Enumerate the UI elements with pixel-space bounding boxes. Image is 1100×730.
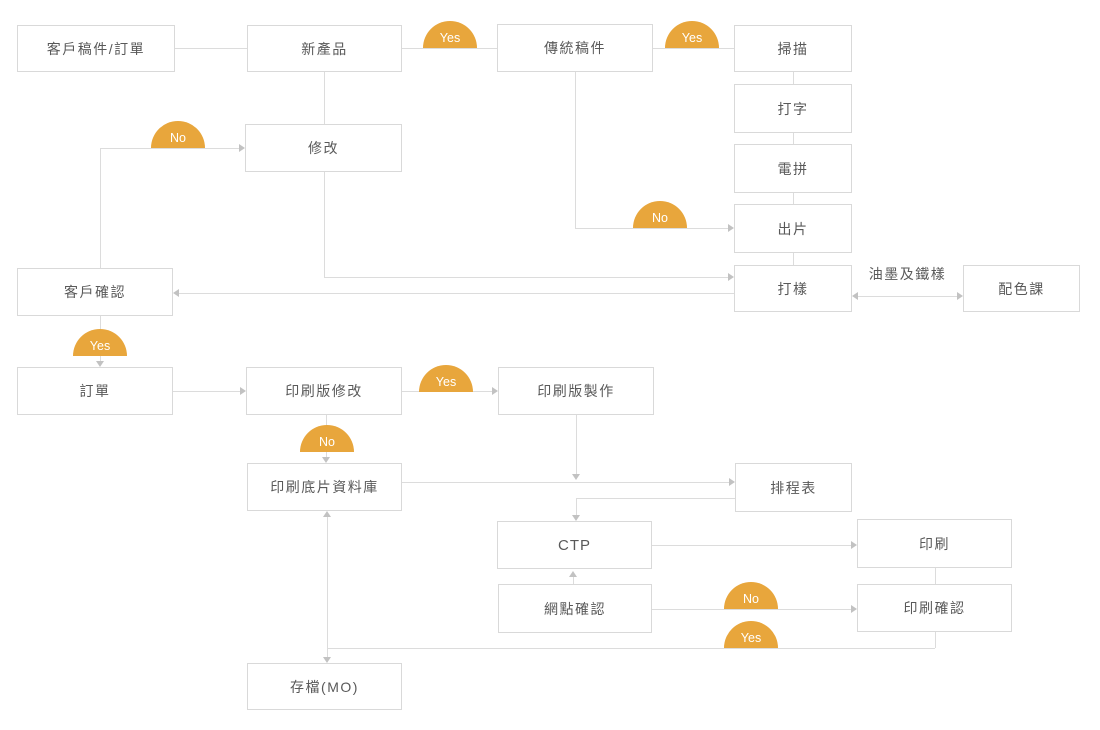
connector-yes-return-horizontal [327, 648, 935, 649]
node-color-matching: 配色課 [963, 265, 1080, 312]
connector-customerorder-newproduct [175, 48, 247, 49]
connector-typing-digitalassembly [793, 133, 794, 144]
connector-newproduct-traditionaldraft [402, 48, 497, 49]
connector-digitalassembly-filmoutput [793, 193, 794, 204]
arrow-into-customerconfirm [173, 289, 179, 297]
arrow-into-archive [323, 657, 331, 663]
connector-proofing-colormatching [858, 296, 957, 297]
badge-yes-printconfirm: Yes [724, 621, 778, 648]
connector-schedule-ctp-vertical [576, 498, 577, 515]
node-plate-revision: 印刷版修改 [246, 367, 402, 415]
arrow-into-order [96, 361, 104, 367]
node-film-database: 印刷底片資料庫 [247, 463, 402, 511]
badge-yes-platerevision: Yes [419, 365, 473, 392]
arrow-into-filmoutput [728, 224, 734, 232]
connector-printconfirm-yes-drop [935, 632, 936, 648]
connector-customerconfirm-no-horizontal [100, 148, 239, 149]
connector-scan-typing [793, 72, 794, 84]
node-plate-making: 印刷版製作 [498, 367, 654, 415]
arrow-into-ctp-top [572, 515, 580, 521]
node-scan: 掃描 [734, 25, 852, 72]
arrow-into-revision [239, 144, 245, 152]
arrow-into-proofing [728, 273, 734, 281]
arrow-into-colormatching [957, 292, 963, 300]
connector-revision-proofing-horizontal [324, 277, 728, 278]
arrow-into-filmdatabase [322, 457, 330, 463]
badge-no-customerconfirm: No [151, 121, 205, 148]
connector-order-platerevision [173, 391, 240, 392]
badge-yes-newproduct: Yes [423, 21, 477, 48]
connector-yes-up-filmdatabase [327, 517, 328, 648]
connector-proofing-customerconfirm [179, 293, 734, 294]
arrow-into-platerevision [240, 387, 246, 395]
connector-ctp-printing [652, 545, 851, 546]
arrow-into-printconfirm [851, 605, 857, 613]
badge-no-platerevision: No [300, 425, 354, 452]
node-new-product: 新產品 [247, 25, 402, 72]
badge-yes-customerconfirm: Yes [73, 329, 127, 356]
arrow-into-platemaking [492, 387, 498, 395]
node-order: 訂單 [17, 367, 173, 415]
arrow-into-proofing-from-colormatching [852, 292, 858, 300]
connector-yes-down-archive [327, 648, 328, 657]
badge-no-traditionaldraft: No [633, 201, 687, 228]
connector-schedule-ctp-horizontal [576, 498, 735, 499]
connector-platemaking-drop [576, 415, 577, 474]
node-traditional-draft: 傳統稿件 [497, 24, 653, 72]
edge-label-ink-sample: 油墨及鐵樣 [868, 266, 947, 282]
connector-filmoutput-proofing [793, 253, 794, 265]
node-film-output: 出片 [734, 204, 852, 253]
node-printing: 印刷 [857, 519, 1012, 568]
connector-traditionaldraft-no-vertical [575, 72, 576, 228]
connector-revision-proofing-vertical [324, 172, 325, 277]
node-ctp: CTP [497, 521, 652, 569]
arrow-into-schedule [729, 478, 735, 486]
connector-filmdatabase-schedule [402, 482, 729, 483]
node-schedule: 排程表 [735, 463, 852, 512]
connector-newproduct-revision [324, 72, 325, 124]
connector-customerconfirm-no-vertical [100, 148, 101, 268]
node-digital-assembly: 電拼 [734, 144, 852, 193]
arrow-into-printing [851, 541, 857, 549]
connector-dotconfirm-ctp [573, 577, 574, 584]
node-print-confirm: 印刷確認 [857, 584, 1012, 632]
node-customer-order: 客戶稿件/訂單 [17, 25, 175, 72]
node-revision: 修改 [245, 124, 402, 172]
node-archive: 存檔(MO) [247, 663, 402, 710]
arrow-platemaking-junction [572, 474, 580, 480]
node-dot-confirm: 網點確認 [498, 584, 652, 633]
connector-traditionaldraft-no-horizontal [575, 228, 728, 229]
node-customer-confirm: 客戶確認 [17, 268, 173, 316]
badge-no-dotconfirm: No [724, 582, 778, 609]
badge-yes-traditionaldraft: Yes [665, 21, 719, 48]
connector-traditionaldraft-scan [653, 48, 734, 49]
arrow-into-filmdatabase-bottom [323, 511, 331, 517]
node-proofing: 打樣 [734, 265, 852, 312]
arrow-into-ctp-bottom [569, 571, 577, 577]
connector-dotconfirm-printconfirm [652, 609, 851, 610]
node-typing: 打字 [734, 84, 852, 133]
connector-printing-printconfirm [935, 568, 936, 584]
